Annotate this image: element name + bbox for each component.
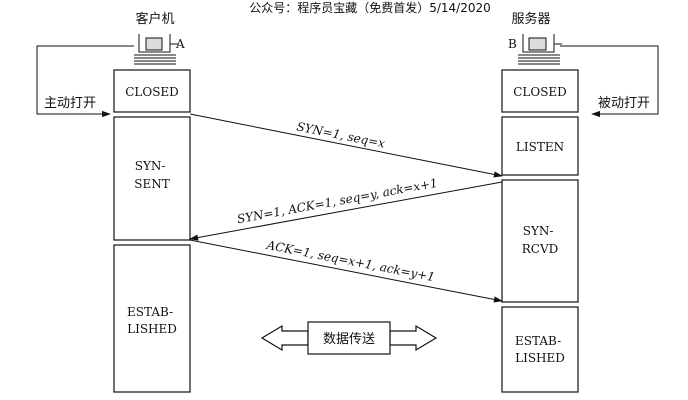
svg-text:ESTAB- LISHED: ESTAB- LISHED [127, 305, 177, 336]
client-action-label: 主动打开 [44, 96, 96, 111]
client-state-closed-label: CLOSED [125, 85, 179, 99]
svg-text:SYN- SENT: SYN- SENT [134, 159, 169, 191]
ack-label: ACK=1, seq=x+1, ack=y+1 [265, 238, 436, 285]
server-state-established-line1: ESTAB- [515, 334, 561, 348]
server-open-arrow [560, 45, 659, 118]
server-title: 服务器 [511, 11, 550, 27]
server-state-listen-label: LISTEN [516, 140, 564, 154]
server-state-closed-label: CLOSED [513, 85, 567, 99]
svg-text:ESTAB- LISHED: ESTAB- LISHED [515, 334, 565, 365]
client-tag: A [175, 37, 185, 51]
server-computer-icon [518, 34, 562, 65]
syn-label: SYN=1, seq=x [295, 119, 386, 150]
synack-label: SYN=1, ACK=1, seq=y, ack=x+1 [236, 176, 439, 227]
client-state-closed: CLOSED [113, 69, 191, 113]
client-title: 客户机 [135, 11, 174, 27]
client-open-arrow [36, 45, 134, 118]
client-state-established: ESTAB- LISHED [113, 244, 191, 393]
client-state-syn-sent-line1: SYN- [135, 159, 166, 173]
ack-arrow [189, 239, 503, 303]
client-computer-icon [134, 34, 178, 65]
data-transfer-double-arrow [260, 321, 438, 355]
client-state-established-line1: ESTAB- [127, 305, 173, 319]
client-state-syn-sent: SYN- SENT [113, 116, 191, 241]
watermark-text: 公众号：程序员宝藏（免费首发）5/14/2020 [249, 0, 491, 15]
server-state-syn-rcvd-line2: RCVD [522, 242, 559, 256]
client-state-syn-sent-line2: SENT [134, 177, 169, 191]
client-state-established-line2: LISHED [127, 322, 177, 336]
server-action-label: 被动打开 [598, 96, 650, 111]
svg-text:SYN- RCVD: SYN- RCVD [522, 224, 559, 256]
syn-arrow [189, 113, 503, 178]
synack-arrow [189, 181, 503, 241]
server-tag: B [508, 37, 517, 51]
server-state-listen: LISTEN [501, 116, 579, 176]
server-state-syn-rcvd-line1: SYN- [523, 224, 554, 238]
data-transfer-label: 数据传送 [323, 332, 375, 347]
server-state-established-line2: LISHED [515, 351, 565, 365]
server-state-established: ESTAB- LISHED [501, 306, 579, 393]
server-state-syn-rcvd: SYN- RCVD [501, 179, 579, 303]
server-state-closed: CLOSED [501, 69, 579, 113]
